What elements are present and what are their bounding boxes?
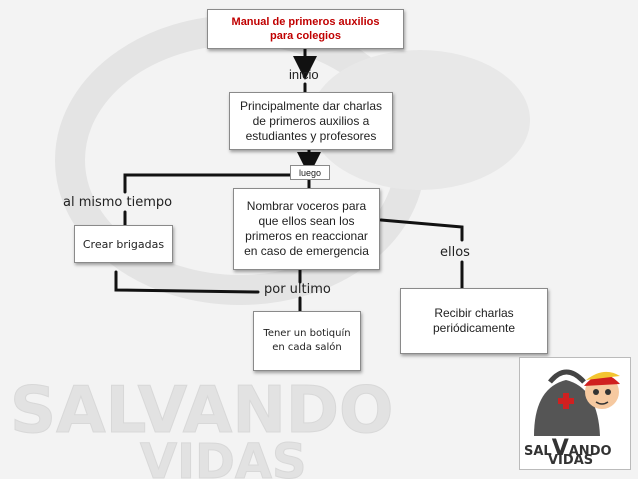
- title-box: Manual de primeros auxilios para colegio…: [207, 9, 404, 49]
- logo-wordmark: SALVANDO VIDAS: [524, 436, 612, 468]
- node-botiquin-text: Tener un botiquín en cada salón: [263, 328, 351, 353]
- edge-bottom-branch: [114, 270, 260, 294]
- logo: SALVANDO VIDAS: [519, 357, 631, 470]
- first-aid-kit-mascot-icon: [534, 369, 620, 436]
- diagram-title: Manual de primeros auxilios para colegio…: [231, 16, 380, 42]
- edge-left-branch: [123, 173, 302, 194]
- logo-text-vidas: VIDAS: [548, 453, 594, 468]
- edge-label-luego: luego: [298, 167, 322, 178]
- node-charlas: Principalmente dar charlas de primeros a…: [229, 92, 393, 150]
- edge-right-branch: [379, 218, 464, 242]
- logo-text-v: V: [551, 436, 569, 461]
- edge-label-ellos: ellos: [440, 245, 470, 260]
- edge-label-inicio: inicio: [289, 67, 319, 82]
- node-brigadas: Crear brigadas: [74, 225, 173, 263]
- node-botiquin: Tener un botiquín en cada salón: [253, 311, 361, 371]
- node-voceros-text: Nombrar voceros para que ellos sean los …: [244, 199, 369, 258]
- node-voceros: Nombrar voceros para que ellos sean los …: [233, 188, 380, 270]
- edge-label-por-ultimo: por ultimo: [264, 282, 331, 297]
- edge-label-al-mismo-tiempo: al mismo tiempo: [63, 195, 173, 210]
- node-recibir-text: Recibir charlas periódicamente: [432, 306, 516, 335]
- logo-text-sal: SAL: [524, 444, 552, 459]
- node-recibir: Recibir charlas periódicamente: [400, 288, 548, 354]
- edge-box-luego: luego: [290, 165, 330, 180]
- node-brigadas-text: Crear brigadas: [82, 237, 165, 251]
- logo-text-ando: ANDO: [568, 444, 612, 459]
- node-charlas-text: Principalmente dar charlas de primeros a…: [239, 98, 383, 143]
